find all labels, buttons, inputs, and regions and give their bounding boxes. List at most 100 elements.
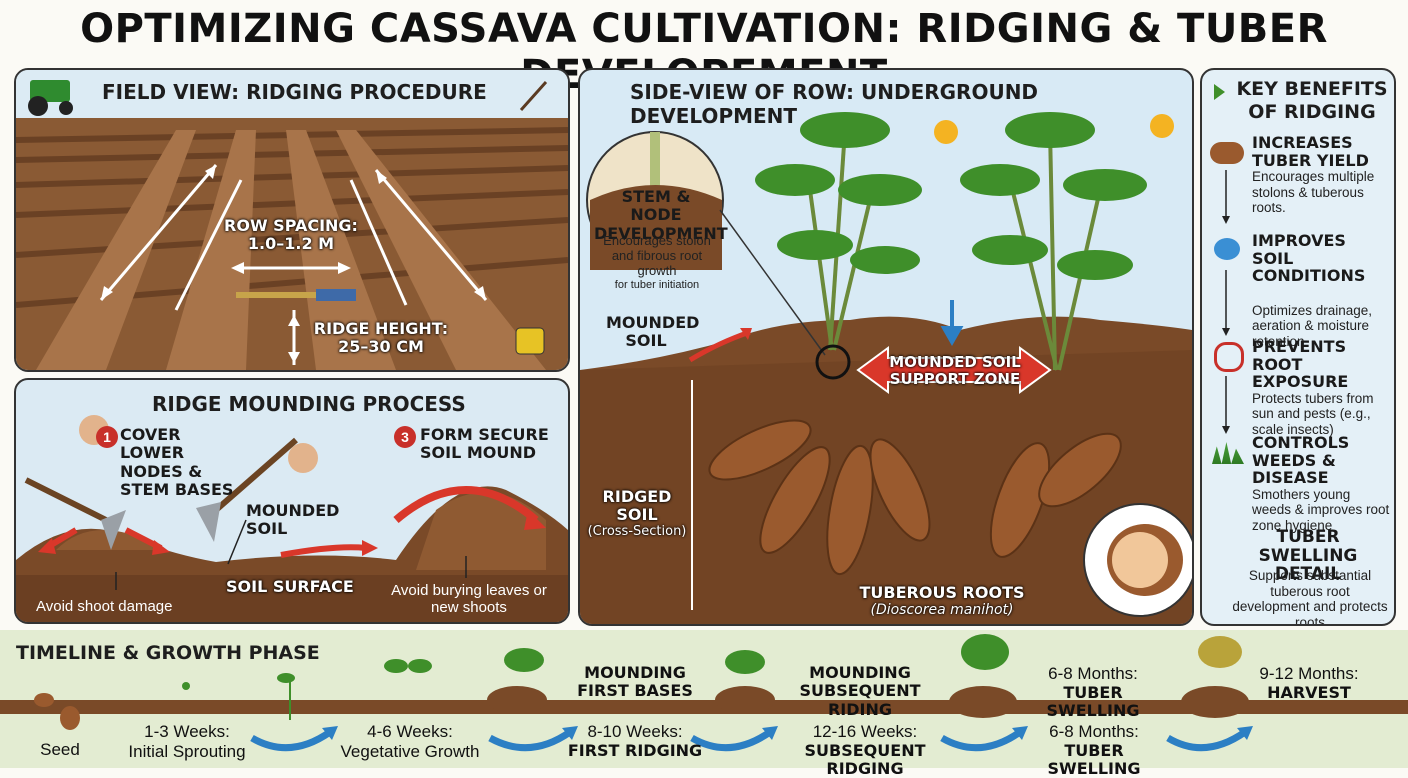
timeline-stage: 12-16 Weeks: SUBSEQUENT RIDGING xyxy=(770,722,960,778)
benefit-desc: Protects tubers from sun and pests (e.g.… xyxy=(1252,390,1374,437)
stage-label: Initial Sprouting xyxy=(128,741,246,761)
side-view-panel: SIDE-VIEW OF ROW: UNDERGROUND DEVELOPMEN… xyxy=(578,68,1194,626)
upper-line-1: 6-8 Months: xyxy=(1048,664,1138,683)
benefit-item: INCREASES TUBER YIELD Encourages multipl… xyxy=(1210,134,1390,216)
benefit-desc: Encourages multiple stolons & tuberous r… xyxy=(1252,169,1375,216)
row-spacing-title: ROW SPACING: xyxy=(224,216,358,235)
tuberous-roots-title: TUBEROUS ROOTS xyxy=(859,583,1025,602)
stem-node-callout xyxy=(586,131,851,380)
field-illustration xyxy=(16,70,568,370)
row-spacing-value: 1.0–1.2 M xyxy=(247,234,335,254)
timeline-upper-label: MOUNDING SUBSEQUENT RIDING xyxy=(780,663,940,719)
water-drops-icon xyxy=(1214,238,1240,260)
note-avoid-shoot-damage: Avoid shoot damage xyxy=(36,598,173,615)
ridge-height-title: RIDGE HEIGHT: xyxy=(313,319,449,338)
swelling-title: TUBER SWELLING DETAIL xyxy=(1258,527,1358,585)
stem-node-title: STEM & NODE DEVELOPMENT xyxy=(594,187,728,243)
timeline-upper-label: 6-8 Months: TUBER SWELLING xyxy=(1018,664,1168,720)
ridge-mounding-panel: RIDGE MOUNDING PROCESS 1 COVER LOWER NOD… xyxy=(14,378,570,624)
stage-time: 6-8 Months: xyxy=(1049,722,1139,741)
ridged-soil-label: RIDGED SOIL (Cross-Section) xyxy=(580,487,694,540)
upper-line-2: SUBSEQUENT RIDING xyxy=(799,681,921,719)
timeline-stage: 4-6 Weeks: Vegetative Growth xyxy=(330,722,490,761)
benefit-desc: Smothers young weeds & improves root zon… xyxy=(1252,486,1390,533)
side-view-header: SIDE-VIEW OF ROW: UNDERGROUND DEVELOPMEN… xyxy=(630,80,1039,128)
field-view-panel: FIELD VIEW: RIDGING PROCEDURE ROW SPACIN… xyxy=(14,68,570,372)
mounding-illustration xyxy=(16,415,568,622)
timeline-stage: Seed xyxy=(20,740,100,760)
hoe-blade-right xyxy=(196,502,221,542)
tape-measure-icon xyxy=(515,327,545,355)
tuber-icon xyxy=(1210,142,1244,164)
tuber-cross-section-icon xyxy=(1083,503,1192,617)
timeline-upper-label: 9-12 Months: HARVEST xyxy=(1244,664,1374,702)
field-view-header: FIELD VIEW: RIDGING PROCEDURE xyxy=(102,80,487,104)
upper-line-2: TUBER SWELLING xyxy=(1046,682,1140,720)
benefit-item: CONTROLS WEEDS & DISEASE Smothers young … xyxy=(1210,434,1390,533)
support-zone-arrow xyxy=(856,346,1052,394)
benefit-title: PREVENTS ROOT EXPOSURE xyxy=(1252,337,1349,392)
row-spacing-label: ROW SPACING: 1.0–1.2 M xyxy=(216,216,366,254)
timeline-stage: 1-3 Weeks: Initial Sprouting xyxy=(112,722,262,761)
stage-label: FIRST RIDGING xyxy=(567,740,703,760)
stem-node-note: Encourages stolon and fibrous root growt… xyxy=(592,233,722,291)
tubers xyxy=(708,419,1122,576)
hand-right xyxy=(288,443,318,473)
step-3-badge: 3 xyxy=(394,426,416,448)
tuberous-roots-label: TUBEROUS ROOTS (Dioscorea manihot) xyxy=(852,583,1032,619)
stage-time: Seed xyxy=(40,740,80,759)
leaf-clusters xyxy=(755,112,1147,280)
plant-right xyxy=(1008,129,1102,371)
step-3-label: FORM SECURE SOIL MOUND xyxy=(420,425,549,463)
stem-node-note-main: Encourages stolon and fibrous root growt… xyxy=(603,233,711,278)
benefit-desc: Optimizes drainage, aeration & moisture … xyxy=(1252,302,1373,349)
stage-label: TUBER SWELLING xyxy=(1047,740,1141,778)
ridged-soil-subtitle: (Cross-Section) xyxy=(587,523,687,539)
seedlings xyxy=(182,634,1242,720)
no-pest-icon xyxy=(1214,342,1244,372)
step-1-label: COVER LOWER NODES & STEM BASES xyxy=(120,425,234,500)
stage-time: 12-16 Weeks: xyxy=(812,722,918,741)
play-icon xyxy=(1214,84,1225,100)
timeline-blue-arrows xyxy=(250,729,1248,752)
stage-time: 8-10 Weeks: xyxy=(587,722,683,741)
swelling-desc: Supports substantial tuberous root devel… xyxy=(1232,568,1388,626)
grass-icon xyxy=(1212,442,1244,464)
ridge-height-label: RIDGE HEIGHT: 25–30 CM xyxy=(306,319,456,357)
upper-line-2: HARVEST xyxy=(1267,682,1351,702)
soil-surface-label: SOIL SURFACE xyxy=(226,577,354,596)
timeline-illustration xyxy=(0,634,1408,752)
hoe-icon xyxy=(519,81,548,111)
benefit-title: CONTROLS WEEDS & DISEASE xyxy=(1252,433,1350,488)
ridged-soil-title: RIDGED SOIL xyxy=(602,487,672,525)
timeline-stage: 6-8 Months: TUBER SWELLING xyxy=(1016,722,1172,778)
upper-line-1: 9-12 Months: xyxy=(1259,664,1359,683)
benefit-title: INCREASES TUBER YIELD xyxy=(1252,133,1369,170)
tractor-icon xyxy=(28,80,73,116)
benefits-header: KEY BENEFITS OF RIDGING xyxy=(1236,78,1388,123)
blue-arrow xyxy=(940,300,964,347)
timeline-stage: 8-10 Weeks: FIRST RIDGING xyxy=(562,722,708,760)
note-avoid-burying: Avoid burying leaves or new shoots xyxy=(391,582,547,617)
stage-label: Vegetative Growth xyxy=(340,741,480,761)
benefit-item: PREVENTS ROOT EXPOSURE Protects tubers f… xyxy=(1210,338,1390,437)
upper-line-2: FIRST BASES xyxy=(577,681,693,701)
hoe-blade-left xyxy=(101,510,126,550)
timeline-upper-label: MOUNDING FIRST BASES xyxy=(560,663,710,701)
timeline-header: TIMELINE & GROWTH PHASE xyxy=(16,642,320,664)
species-name: (Dioscorea manihot) xyxy=(870,602,1014,619)
step-1-badge: 1 xyxy=(96,426,118,448)
benefit-item: IMPROVES SOIL CONDITIONS Optimizes drain… xyxy=(1210,232,1390,349)
stage-time: 1-3 Weeks: xyxy=(144,722,230,741)
upper-line-1: MOUNDING xyxy=(584,663,686,682)
mounded-soil-side-label: MOUNDED SOIL xyxy=(606,313,700,351)
stage-time: 4-6 Weeks: xyxy=(367,722,453,741)
stage-label: SUBSEQUENT RIDGING xyxy=(804,740,926,778)
upper-line-1: MOUNDING xyxy=(809,663,911,682)
mounding-header: RIDGE MOUNDING PROCESS xyxy=(152,392,466,416)
ridge-height-value: 25–30 CM xyxy=(338,337,424,357)
sun-icons xyxy=(934,114,1174,144)
mounded-soil-label: MOUNDED SOIL xyxy=(246,501,340,539)
side-view-illustration xyxy=(580,112,1192,624)
benefit-title: IMPROVES SOIL CONDITIONS xyxy=(1252,231,1366,286)
